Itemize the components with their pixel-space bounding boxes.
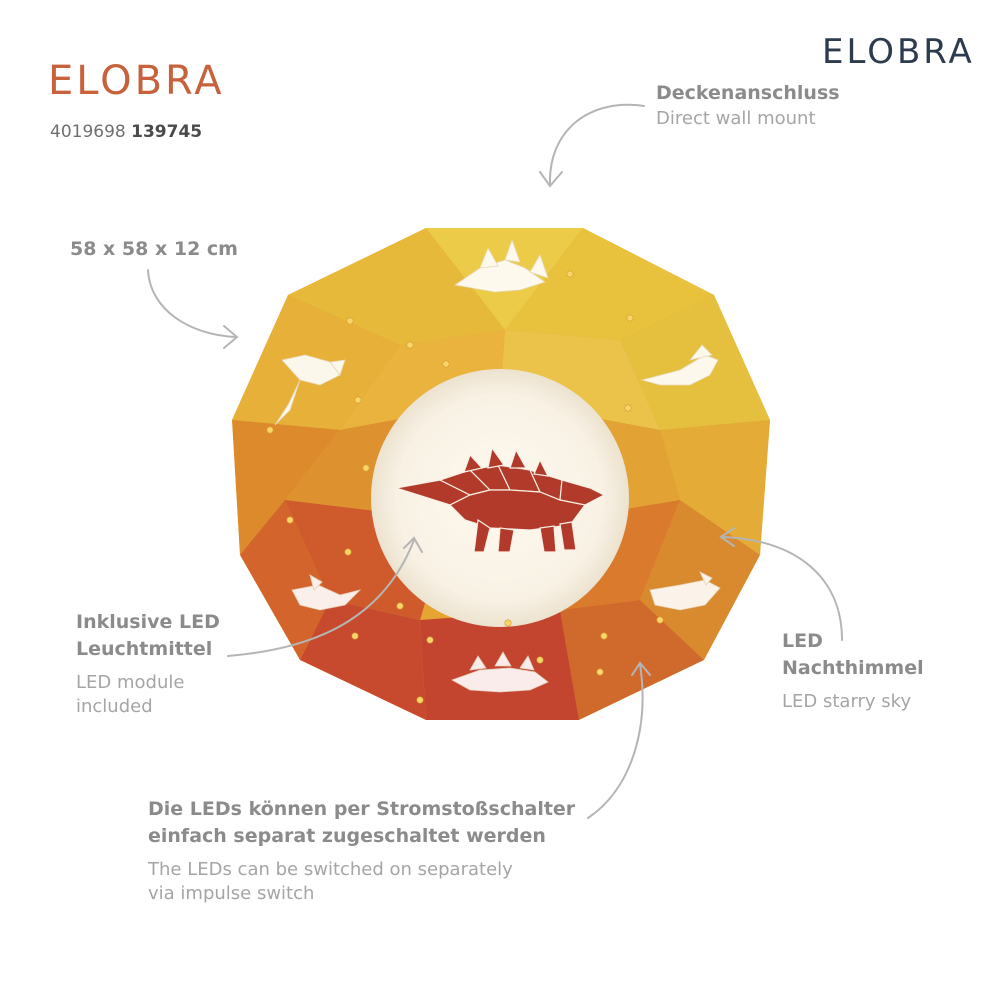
logo-right-text: ELOBRA (822, 32, 975, 72)
dinosaur-icon (453, 238, 549, 293)
stegosaurus-icon (395, 446, 606, 553)
ceiling-mount-en: Direct wall mount (656, 108, 816, 129)
switch-de-2: einfach separat zugeschaltet werden (148, 825, 546, 847)
ceiling-mount-de: Deckenanschluss (656, 82, 840, 104)
night-sky-de-2: Nachthimmel (782, 657, 924, 679)
article-code: 139745 (131, 122, 203, 142)
led-module-de-1: Inklusive LED (76, 611, 220, 633)
arrow-icon (147, 103, 843, 819)
dinosaur-icon (291, 574, 362, 611)
switch-de-1: Die LEDs können per Stromstoßschalter (148, 798, 576, 820)
article-number: 4019698 139745 (50, 122, 202, 142)
dimensions-label: 58 x 58 x 12 cm (70, 238, 238, 260)
led-module-en-1: LED module (76, 672, 185, 693)
led-module-en-2: included (76, 696, 153, 717)
switch-en-1: The LEDs can be switched on separately (148, 859, 513, 880)
stegosaurus-icon (451, 651, 549, 693)
dinosaur-icon (649, 571, 721, 611)
dinosaur-icon (274, 354, 346, 426)
ean-prefix: 4019698 (50, 122, 126, 142)
ceiling-mount-label: Deckenanschluss Direct wall mount (656, 80, 840, 131)
switch-label: Die LEDs können per Stromstoßschalter ei… (148, 796, 575, 906)
switch-en-2: via impulse switch (148, 883, 315, 904)
led-module-label: Inklusive LED Leuchtmittel LED module in… (76, 609, 220, 719)
elobra-logo-right: ELOBRA (822, 32, 975, 72)
night-sky-en: LED starry sky (782, 691, 912, 712)
elobra-logo-left: ELOBRA (48, 58, 225, 104)
night-sky-label: LED Nachthimmel LED starry sky (782, 628, 924, 714)
night-sky-de-1: LED (782, 630, 823, 652)
dinosaur-icon (640, 344, 719, 386)
led-dot-icon (266, 270, 664, 704)
led-module-de-2: Leuchtmittel (76, 638, 213, 660)
logo-left-text: ELOBRA (48, 58, 225, 104)
